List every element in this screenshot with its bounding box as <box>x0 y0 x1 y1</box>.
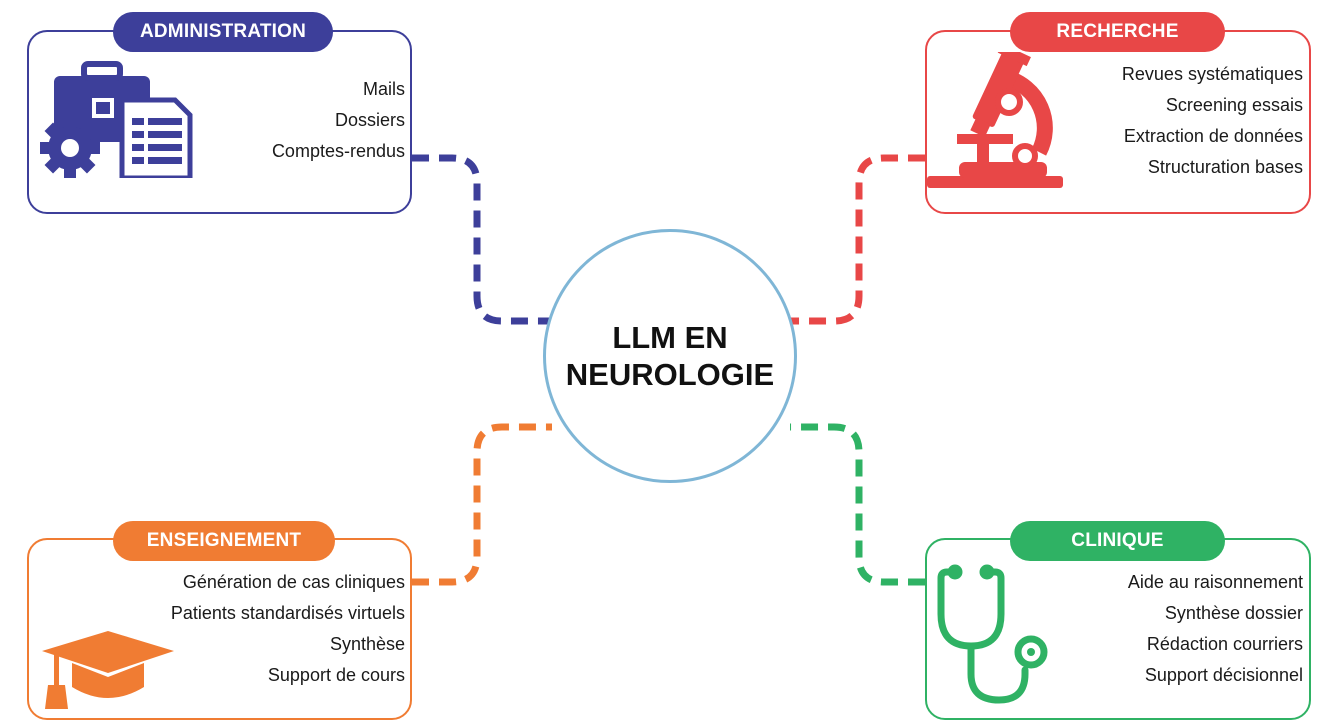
enseignement-title: ENSEIGNEMENT <box>113 521 335 561</box>
enseignement-item: Synthèse <box>329 634 405 654</box>
clinique-item: Rédaction courriers <box>1146 634 1303 654</box>
center-title-line2: NEUROLOGIE <box>565 357 775 392</box>
recherche-item: Screening essais <box>1165 95 1303 115</box>
clinique-item: Aide au raisonnement <box>1127 572 1303 592</box>
enseignement-item: Patients standardisés virtuels <box>170 603 405 623</box>
center-title-line1: LLM EN <box>612 320 728 355</box>
administration-item: Dossiers <box>334 110 405 130</box>
administration-item: Mails <box>362 79 405 99</box>
connector-recherche <box>790 154 925 325</box>
microscope-icon <box>927 52 1063 188</box>
clinique-item: Synthèse dossier <box>1164 603 1303 623</box>
connector-enseignement <box>412 423 552 586</box>
recherche-item: Extraction de données <box>1123 126 1303 146</box>
stethoscope-icon <box>937 564 1048 704</box>
recherche-items: Revues systématiques Screening essais Ex… <box>1122 59 1303 183</box>
connector-administration <box>412 154 552 325</box>
administration-item: Comptes-rendus <box>271 141 405 161</box>
clinique-item: Support décisionnel <box>1144 665 1303 685</box>
center-topic: LLM EN NEUROLOGIE <box>543 229 797 483</box>
briefcase-gear-document-icon <box>40 61 193 178</box>
administration-items: Mails Dossiers Comptes-rendus <box>272 74 405 167</box>
connector-clinique <box>790 423 925 586</box>
clinique-title: CLINIQUE <box>1010 521 1225 561</box>
recherche-item: Revues systématiques <box>1121 64 1303 84</box>
enseignement-item: Support de cours <box>267 665 405 685</box>
recherche-item: Structuration bases <box>1147 157 1303 177</box>
enseignement-items: Génération de cas cliniques Patients sta… <box>171 567 405 691</box>
administration-title: ADMINISTRATION <box>113 12 333 52</box>
clinique-items: Aide au raisonnement Synthèse dossier Ré… <box>1128 567 1303 691</box>
enseignement-item: Génération de cas cliniques <box>182 572 405 592</box>
graduation-cap-icon <box>42 631 174 709</box>
recherche-title: RECHERCHE <box>1010 12 1225 52</box>
